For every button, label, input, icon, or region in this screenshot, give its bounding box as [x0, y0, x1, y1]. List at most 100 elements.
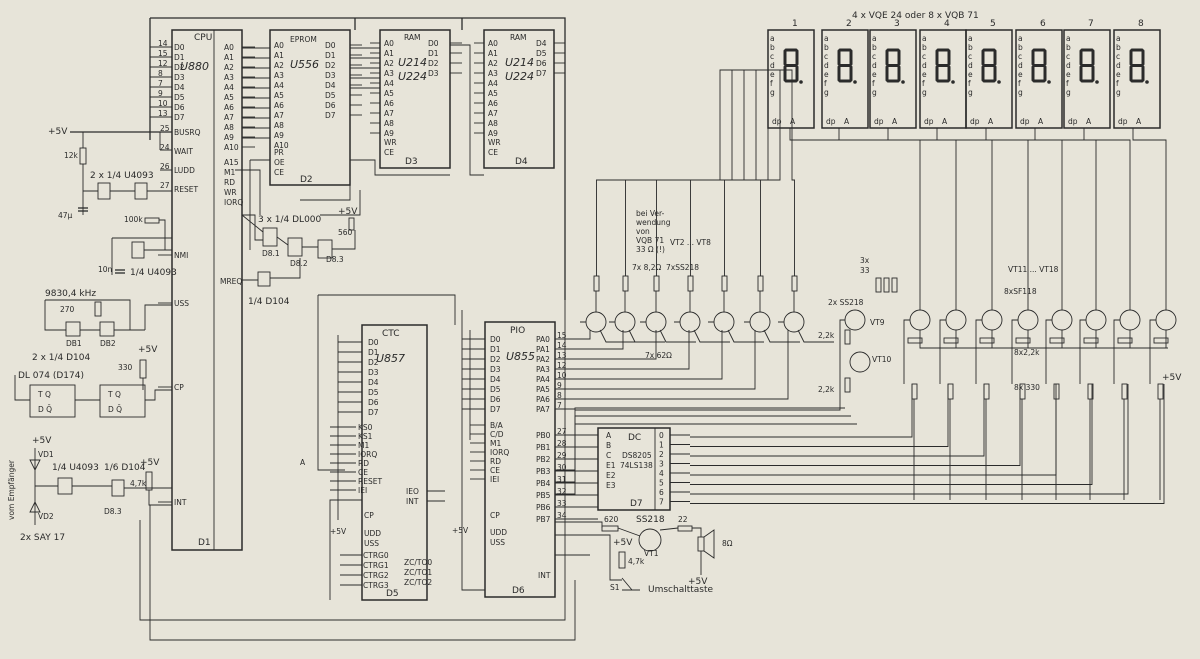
- ctc-ctrl-pin-0: KS0: [358, 423, 373, 432]
- cpu-data-pin-0: D0: [174, 43, 185, 52]
- digit-driver-4: [1017, 309, 1039, 331]
- digit-drivers: [789, 128, 1177, 500]
- pio-pa-pin-num-4: 10: [557, 371, 567, 380]
- vt28-r-label: 7x 8,2Ω: [632, 263, 662, 272]
- eprom-data-pin-0: D0: [325, 41, 336, 50]
- eprom-addr-pin-5: A5: [274, 91, 284, 100]
- digit-2-seg-e: e: [824, 70, 829, 79]
- vd2-label: VD2: [38, 512, 54, 521]
- digit-2-dp: dp: [826, 117, 836, 126]
- ctc-body: [361, 324, 428, 601]
- cpu-data-pin-6: D6: [174, 103, 185, 112]
- digit-number-8: 8: [1138, 19, 1144, 29]
- ram2-ctrl-pin-1: CE: [488, 148, 498, 157]
- pio-data-pin-3: D3: [490, 365, 501, 374]
- ram1-addr-4: A4: [384, 79, 394, 88]
- digit-number-6: 6: [1040, 19, 1046, 29]
- cpu-addr-pin-5: A5: [224, 93, 234, 102]
- r330-label: 330: [118, 363, 133, 372]
- digit-6-seg-a: a: [1018, 34, 1023, 43]
- eprom-data-pin-1: D1: [325, 51, 336, 60]
- digit-number-7: 7: [1088, 19, 1094, 29]
- d83-ref: D8.3: [326, 255, 344, 264]
- pio-pb-pin-1: PB1: [536, 443, 551, 452]
- segment-driver-2: [614, 311, 636, 333]
- pio-ref: D6: [512, 586, 525, 596]
- ram2-type1: U214: [505, 56, 534, 69]
- pio-pb-pin-7: PB7: [536, 515, 551, 524]
- vqb-note-line-4: 33 Ω (!): [636, 245, 665, 254]
- pio-data-pin-5: D5: [490, 385, 501, 394]
- vt9-transistor: [844, 309, 866, 331]
- digit-5-seg-f: f: [968, 79, 971, 88]
- segment-driver-3: [645, 311, 667, 333]
- port-wiring: [555, 319, 1165, 504]
- digit-4-seg-c: c: [922, 52, 926, 61]
- digit-6-anode: A: [1038, 117, 1044, 126]
- cpu-d1: CPU U880 D1 D014D115D212D38D47D59D610D71…: [150, 29, 255, 551]
- ctc-ctrl-pin-3: IORQ: [358, 450, 377, 459]
- pio-pa-pin-6: PA6: [536, 395, 550, 404]
- cpu-addr-pin-10: A10: [224, 143, 239, 152]
- receiver-input: +5V VD1 VD2 2x SAY 17 vom Empfänger 1/4 …: [7, 436, 172, 543]
- ctc-ref: D5: [386, 589, 399, 599]
- pio-pa-pin-5: PA5: [536, 385, 550, 394]
- digit-5-anode: A: [988, 117, 994, 126]
- cpu-data-pin-4: D4: [174, 83, 185, 92]
- pio-ctrl-pin-2: M1: [490, 439, 501, 448]
- reset-clock-circuit: +5V 12k 2 x 1/4 U4093 47µ 100k 10n 1/4 U…: [48, 127, 177, 278]
- digit-4-anode: A: [942, 117, 948, 126]
- vt1-type: SS218: [636, 515, 665, 525]
- digit-5-seg-g: g: [968, 88, 973, 97]
- decoder-type1: DS8205: [622, 451, 652, 460]
- cpu-addr-pin-0: A0: [224, 43, 234, 52]
- pio-pb-pin-num-5: 32: [557, 487, 567, 496]
- ram1-body: [379, 29, 451, 169]
- cpu-data-pin-num-1: 15: [158, 49, 168, 58]
- digit-3-segments: [885, 48, 901, 83]
- digit-driver-8: [1155, 309, 1177, 331]
- ctc-chan-pin-3: CTRG3: [363, 581, 389, 590]
- cpu-ctrl-pin-0: BUSRQ: [174, 128, 201, 137]
- r22-label: 22: [678, 515, 688, 524]
- ram1-addr-5: A5: [384, 89, 394, 98]
- digit-4-seg-a: a: [922, 34, 927, 43]
- eprom-data-pin-3: D3: [325, 71, 336, 80]
- display-title: 4 x VQE 24 oder 8 x VQB 71: [852, 11, 979, 21]
- ram-d4: RAM U214 U224 D4 D4D5D6D7A0A1A2A3A4A5A6A…: [474, 29, 565, 169]
- r33-label: 33: [860, 266, 870, 275]
- ram1-addr-6: A6: [384, 99, 394, 108]
- digit-6-seg-b: b: [1018, 43, 1023, 52]
- ctc-data-pin-4: D4: [368, 378, 379, 387]
- svg-text:T Q: T Q: [107, 390, 121, 399]
- ff-label: DL 074 (D174): [18, 371, 84, 381]
- digit-3-seg-b: b: [872, 43, 877, 52]
- digit-4-segments: [935, 48, 951, 83]
- digit-1-seg-c: c: [770, 52, 774, 61]
- digit-number-1: 1: [792, 19, 798, 29]
- xtal-label: 9830,4 kHz: [45, 289, 96, 299]
- digit-3-seg-f: f: [872, 79, 875, 88]
- diodes-label: 2x SAY 17: [20, 533, 65, 543]
- eprom-addr-pin-6: A6: [274, 101, 284, 110]
- ctc-out-pin-1: INT: [406, 497, 419, 506]
- pio-pa-pin-3: PA3: [536, 365, 550, 374]
- cpu-body: [171, 29, 243, 551]
- digit-6-segments: [1031, 48, 1047, 83]
- ctc-data-pin-5: D5: [368, 388, 379, 397]
- ctc-data-pin-1: D1: [368, 348, 379, 357]
- eprom-data-pin-5: D5: [325, 91, 336, 100]
- eprom-body: [269, 29, 351, 186]
- cpu-ctrl-pin-num-3: 27: [160, 181, 170, 190]
- ram1-header: RAM: [404, 33, 421, 42]
- pio-type: U855: [506, 350, 535, 363]
- digit-number-2: 2: [846, 19, 852, 29]
